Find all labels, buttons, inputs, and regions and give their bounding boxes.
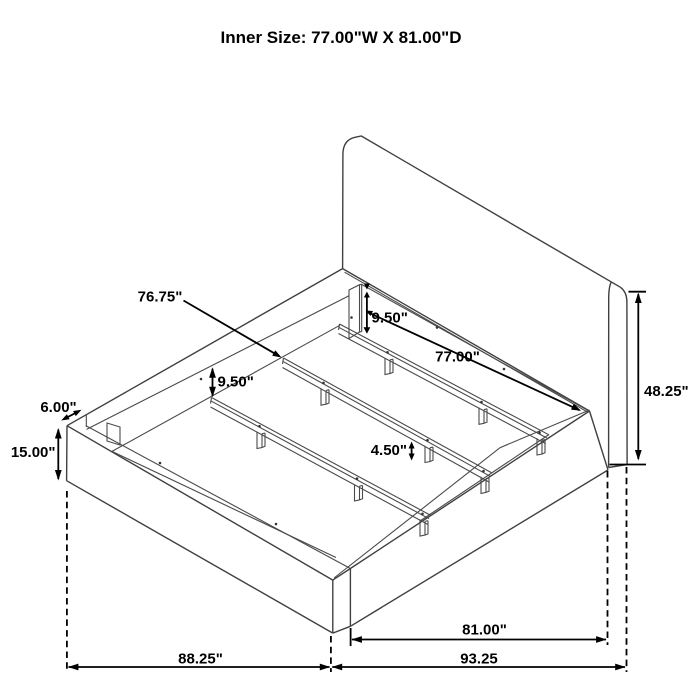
svg-text:4.50": 4.50" [371,442,407,459]
svg-text:15.00": 15.00" [11,444,56,461]
svg-text:6.00": 6.00" [40,399,76,416]
svg-text:88.25": 88.25" [178,651,223,668]
svg-text:76.75": 76.75" [138,289,183,306]
svg-text:48.25": 48.25" [644,383,689,400]
svg-text:Inner Size: 77.00"W X 81.00"D: Inner Size: 77.00"W X 81.00"D [221,28,462,47]
svg-text:9.50": 9.50" [372,310,408,327]
svg-text:81.00": 81.00" [462,622,507,639]
svg-text:77.00": 77.00" [435,349,480,366]
svg-text:9.50": 9.50" [218,374,254,391]
svg-text:93.25: 93.25 [460,651,498,668]
